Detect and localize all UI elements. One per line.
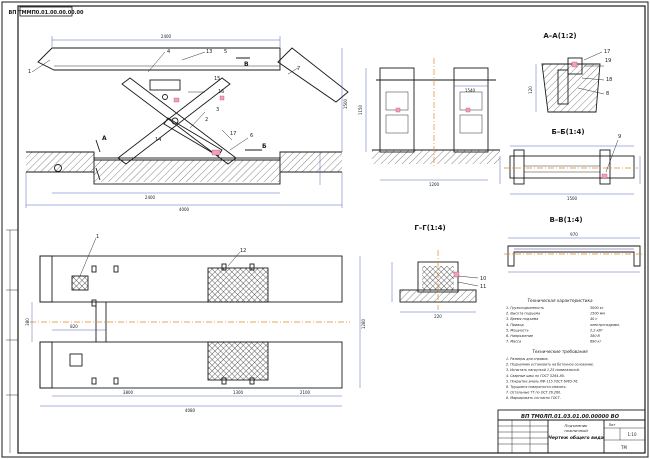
dim-aa-h: 120 [528, 86, 533, 94]
view-label-v: В [244, 61, 249, 68]
callout-13: 13 [206, 49, 212, 55]
dim-base-len: 2400 [145, 195, 156, 200]
tech-reqs-heading: Технические требования [532, 349, 588, 354]
callout-1-plan: 1 [96, 234, 99, 240]
dim-overall-len: 4000 [179, 207, 190, 212]
callout-12: 12 [240, 248, 246, 254]
callout-16: 16 [218, 89, 224, 95]
front-view [365, 58, 500, 181]
tech-char-key: 3. Время подъема [506, 317, 538, 321]
dim-top-len: 2400 [161, 34, 172, 39]
callout-17: 17 [230, 131, 236, 137]
callout-11: 11 [480, 284, 486, 290]
callout-6: 6 [250, 133, 253, 139]
section-a-a-title: А–А(1:2) [543, 32, 576, 40]
title-org: ТМ [620, 445, 627, 450]
dim-vv-len: 970 [570, 232, 578, 237]
dim-plan-len2: 1300 [233, 390, 244, 395]
callout-18: 18 [606, 77, 612, 83]
dim-height: 1500 [343, 98, 348, 109]
tech-req-line: 7. Остальные ТТ по ОСТ 26.260. [506, 391, 561, 395]
stamp-top-text: ВП ТММП0.01.00.00.00.00 [8, 10, 84, 16]
dim-gg-w: 220 [434, 314, 442, 319]
tech-req-line: 3. Испытать нагрузкой 1,25 номинальной. [506, 368, 580, 372]
title-name-3: Чертеж общего вида [548, 434, 604, 441]
dim-plan-len3: 2100 [300, 390, 311, 395]
dim-front-base: 1540 [465, 88, 476, 93]
tech-char-value: 680 кг [590, 340, 602, 344]
left-binding-strip [6, 229, 18, 453]
tech-char-value: 3000 кг [590, 306, 604, 310]
tech-char-key: 7. Масса [506, 340, 521, 344]
callout-14: 14 [155, 137, 161, 143]
dim-front-h: 1150 [358, 104, 363, 115]
section-b-b [499, 139, 641, 195]
title-scale: 1:10 [628, 432, 637, 437]
stamp-top-box [19, 6, 73, 17]
callout-1: 1 [28, 69, 31, 75]
view-label-a: А [102, 135, 107, 142]
callout-17a: 17 [604, 49, 610, 55]
dim-front-width: 1200 [429, 182, 440, 187]
plan-view [30, 237, 361, 407]
callout-4: 4 [167, 49, 170, 55]
callout-7: 7 [297, 66, 300, 72]
sheet-border-inner [17, 5, 646, 454]
callout-19: 19 [605, 58, 611, 64]
title-block [497, 409, 646, 454]
callout-15: 15 [214, 76, 220, 82]
tech-chars-heading: Техническая характеристика [527, 298, 593, 303]
tech-req-line: 4. Сварные швы по ГОСТ 5264-80. [506, 374, 565, 378]
section-a-a [535, 51, 605, 113]
tech-char-value: 2,2 кВт [590, 328, 604, 332]
tech-req-line: 6. Трущиеся поверхности смазать. [506, 385, 567, 389]
callout-10: 10 [480, 276, 486, 282]
title-name-2: ножничный [564, 428, 588, 433]
title-name-1: Подъемник [565, 423, 589, 428]
tech-chars-list: 1. Грузоподъемность 3000 кг 2. Высота подъ… [506, 306, 620, 344]
dim-bb-len: 1500 [567, 196, 578, 201]
section-v-v-title: В–В(1:4) [549, 216, 582, 224]
view-label-b: Б [262, 143, 267, 150]
side-view [25, 36, 349, 208]
dim-plan-len1: 3800 [123, 390, 134, 395]
tech-reqs-list: 1. Размеры для справок. 2. Подъемник уста… [506, 357, 594, 400]
tech-req-line: 2. Подъемник установить на бетонное осно… [506, 363, 594, 367]
section-g-g-title: Г–Г(1:4) [414, 224, 445, 232]
tech-req-line: 8. Маркировать согласно ГОСТ. [506, 396, 561, 400]
dim-plan-inner: 820 [70, 324, 78, 329]
dim-plan-width: 1280 [361, 318, 366, 329]
section-v-v [504, 237, 644, 273]
section-g-g [391, 250, 479, 313]
tech-char-key: 6. Напряжение [506, 334, 533, 338]
tech-char-value: 380 В [590, 334, 601, 338]
section-b-b-title: Б–Б(1:4) [551, 128, 584, 136]
tech-req-line: 1. Размеры для справок. [506, 357, 549, 361]
callout-2: 2 [205, 117, 208, 123]
tech-char-key: 2. Высота подъема [506, 312, 540, 316]
tech-char-value: 1500 мм [590, 312, 605, 316]
tech-char-key: 5. Мощность [506, 328, 529, 332]
tech-char-value: электрогидравл. [590, 323, 620, 327]
title-doc-code: ВП ТМ0ЛП.01.03.01.00.00000 ВО [521, 414, 620, 420]
callout-5: 5 [224, 49, 227, 55]
callout-8: 8 [606, 91, 609, 97]
dim-plan-gap: 380 [25, 318, 30, 326]
tech-char-key: 4. Привод [506, 323, 524, 327]
tech-char-value: 40 с [590, 317, 597, 321]
callout-3: 3 [216, 107, 219, 113]
tech-req-line: 5. Покрытие эмаль ПФ-115 ГОСТ 6465-76. [506, 379, 578, 383]
tech-char-key: 1. Грузоподъемность [506, 306, 544, 310]
dim-plan-total: 4080 [185, 408, 196, 413]
title-sheet-label: Лит [609, 423, 616, 427]
callout-9: 9 [618, 134, 621, 140]
